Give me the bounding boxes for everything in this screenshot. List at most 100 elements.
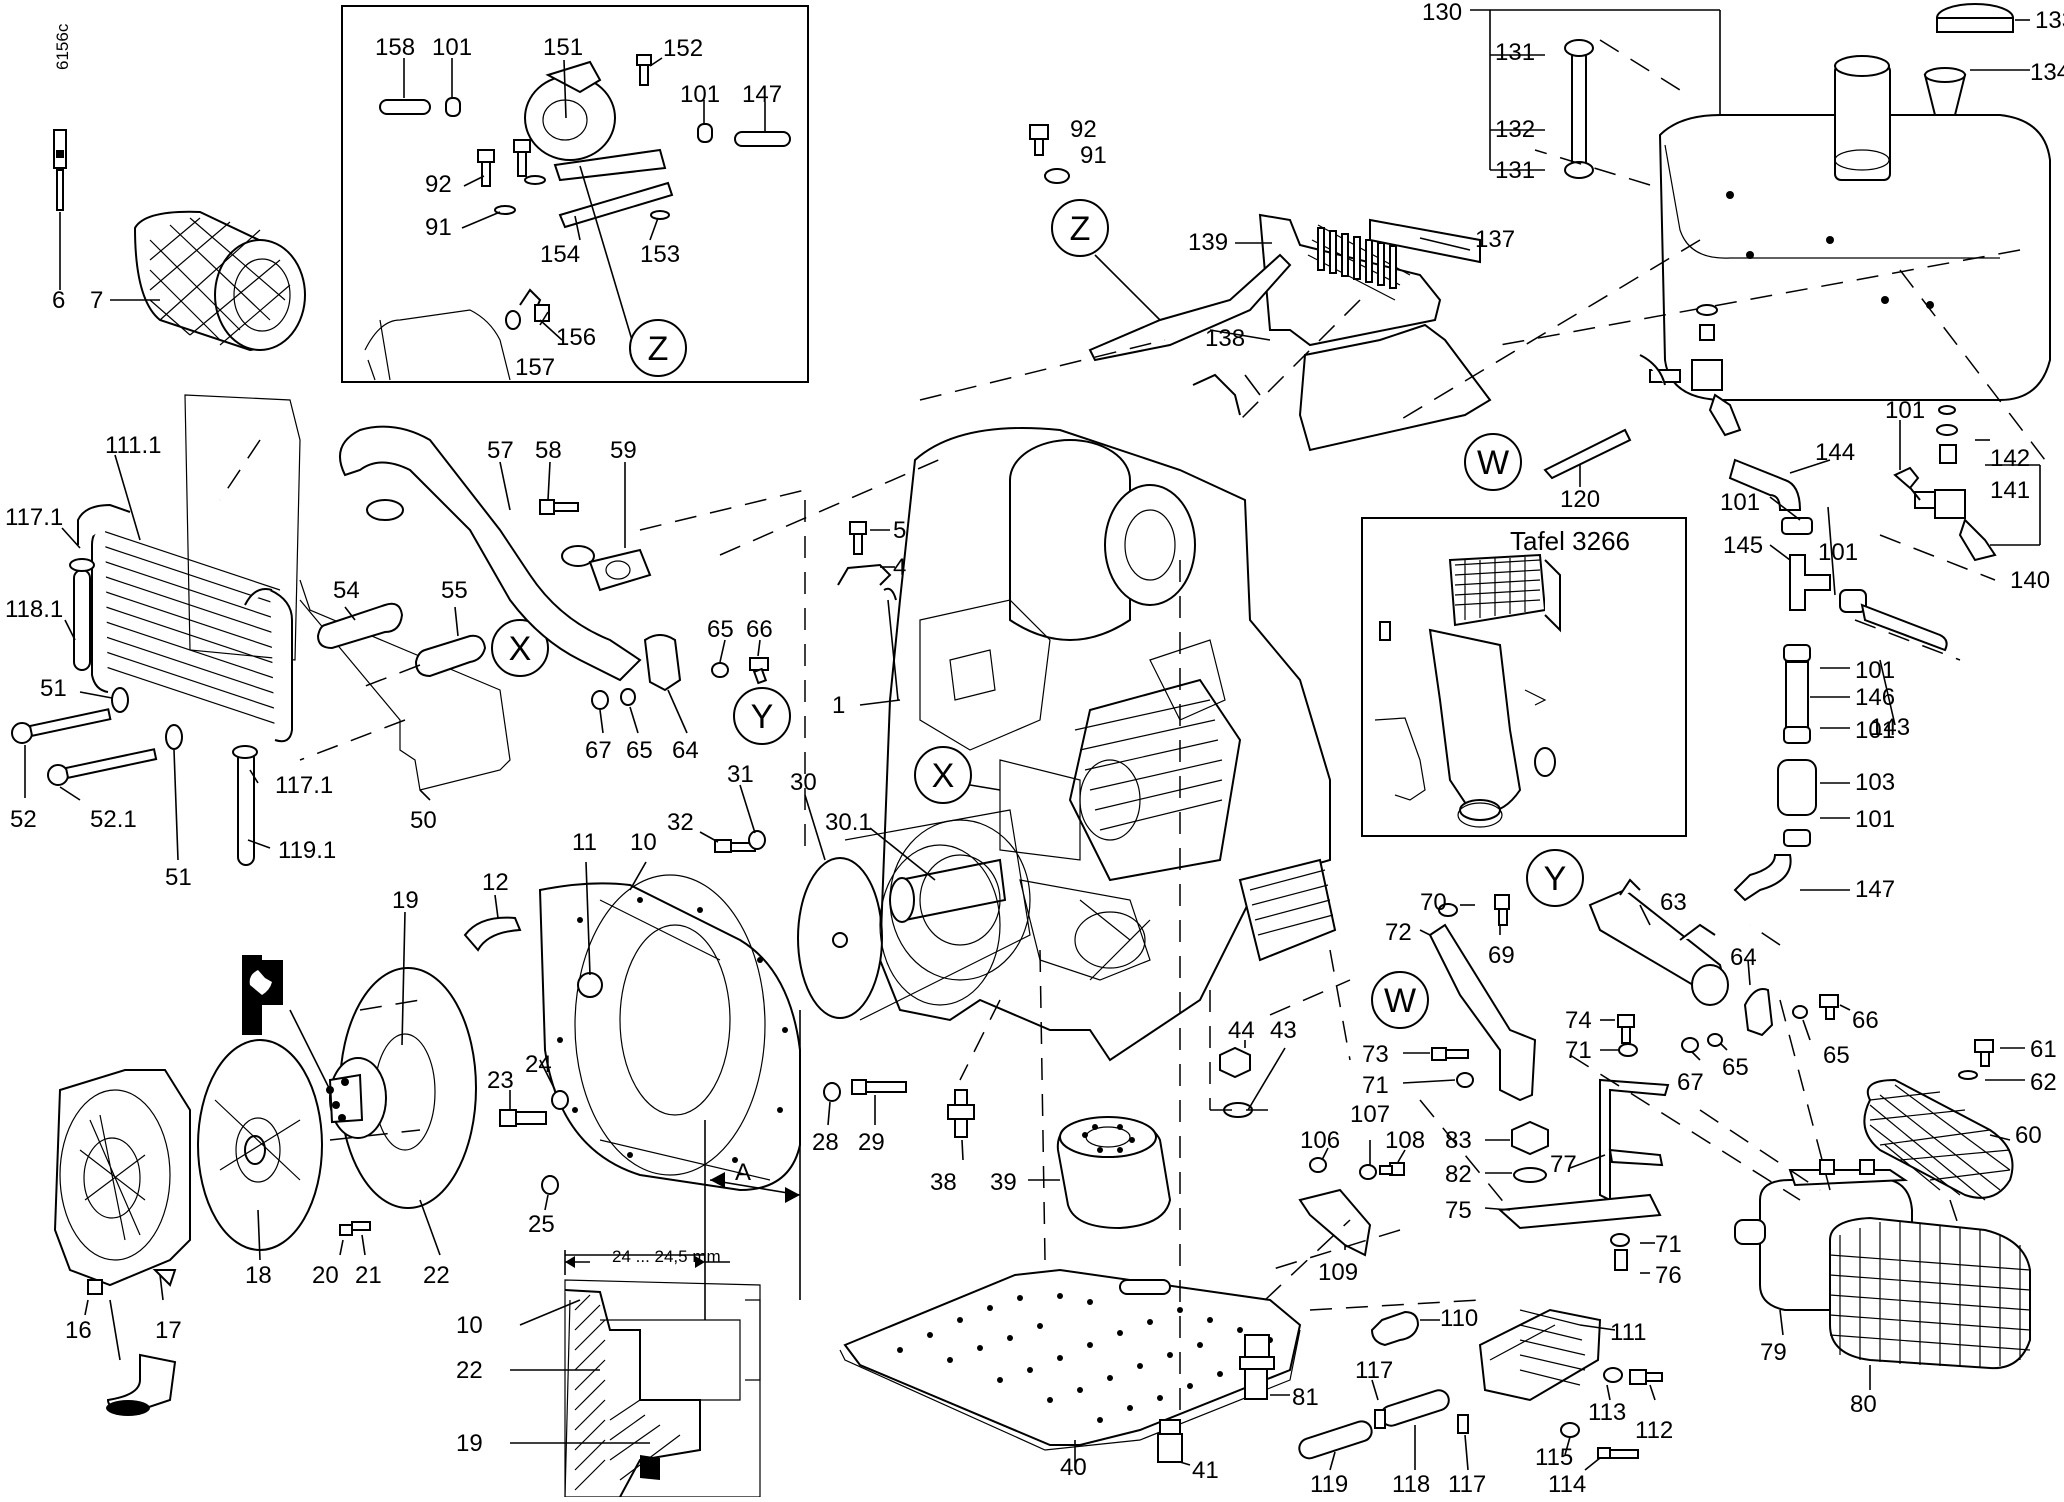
fuel-tap [1639,304,1742,437]
marker-w-a: W [1477,444,1509,482]
label-22-a: 22 [423,1262,450,1289]
label-63: 63 [1660,889,1687,916]
label-10-a: 10 [630,829,657,856]
label-51-b: 51 [165,864,192,891]
label-109: 109 [1318,1259,1358,1286]
label-66-b: 66 [1852,1007,1879,1034]
label-52: 52 [10,806,37,833]
label-41: 41 [1192,1457,1219,1484]
label-119: 119 [1310,1471,1348,1497]
label-120: 120 [1560,486,1600,513]
label-156: 156 [556,324,596,351]
label-61: 61 [2030,1036,2057,1063]
label-113: 113 [1588,1399,1626,1426]
label-65-d: 65 [1823,1042,1850,1069]
label-25: 25 [528,1211,555,1238]
fuel-shutoff-solenoid [524,60,674,229]
label-91-b: 91 [1080,142,1107,169]
label-71-c: 71 [1655,1231,1682,1258]
silencer-mesh-60 [1863,1078,2014,1201]
label-139: 139 [1188,229,1228,256]
label-19-b: 19 [456,1430,483,1457]
label-80: 80 [1850,1391,1877,1418]
label-82: 82 [1445,1161,1472,1188]
label-58: 58 [535,437,562,464]
bolts-52 [11,687,183,786]
label-112: 112 [1635,1417,1673,1444]
label-44: 44 [1228,1017,1255,1044]
label-60: 60 [2015,1122,2042,1149]
label-103: 103 [1855,769,1895,796]
engine-block [878,427,1337,1062]
label-132: 132 [1495,116,1535,143]
label-57: 57 [487,437,514,464]
base-plate-40 [839,1268,1302,1451]
label-154: 154 [540,241,580,268]
label-111-1: 111.1 [105,432,162,459]
label-23: 23 [487,1067,514,1094]
label-142: 142 [1990,445,2030,472]
label-40: 40 [1060,1454,1087,1481]
marker-y-b: Y [1544,860,1567,898]
dimension-label: 24 ... 24,5 mm [612,1247,721,1266]
exhaust-pipe-57 [339,425,642,682]
label-76: 76 [1655,1262,1682,1289]
tafel-inset-drawing [1374,553,1561,828]
label-130: 130 [1422,0,1462,26]
bracket-109 [1298,1188,1372,1257]
label-133: 133 [2035,7,2064,34]
label-32: 32 [667,809,694,836]
label-67-b: 67 [1677,1069,1704,1096]
label-117-b: 117 [1448,1471,1486,1497]
label-117-1-a: 117.1 [5,504,63,531]
label-101-a: 101 [432,34,472,61]
label-143: 143 [1870,714,1910,741]
label-16: 16 [65,1317,92,1344]
label-29: 29 [858,1129,885,1156]
label-30-1: 30.1 [825,809,872,836]
bracket-77-75 [1497,1014,1670,1271]
label-106: 106 [1300,1127,1340,1154]
marker-z-a: Z [648,330,669,368]
label-54: 54 [333,577,360,604]
label-69: 69 [1488,942,1515,969]
marker-w-b: W [1384,982,1416,1020]
label-39: 39 [990,1169,1017,1196]
oil-cooler-111 [1478,1308,1602,1402]
label-107: 107 [1350,1101,1390,1128]
label-59: 59 [610,437,637,464]
label-74: 74 [1565,1007,1592,1034]
label-115: 115 [1535,1444,1573,1471]
label-21: 21 [355,1262,382,1289]
drawing-code: 6156c [53,23,72,70]
label-101-d: 101 [1720,489,1760,516]
label-153: 153 [640,241,680,268]
label-10-b: 10 [456,1312,483,1339]
spark-plug [53,129,67,290]
label-144: 144 [1815,439,1855,466]
label-28: 28 [812,1129,839,1156]
label-119-1: 119.1 [278,837,336,864]
label-117-a: 117 [1355,1357,1393,1384]
label-91-a: 91 [425,214,452,241]
label-1: 1 [832,692,845,719]
label-43: 43 [1270,1017,1297,1044]
oil-cooler-63 [1588,878,1729,1006]
label-65-c: 65 [1722,1054,1749,1081]
label-134: 134 [2030,59,2064,86]
label-51-a: 51 [40,675,67,702]
assembly-lines [219,39,2046,1430]
view-arrow-label: A [735,1159,751,1186]
oil-cooler [69,394,301,866]
label-131-b: 131 [1495,157,1535,184]
adapter-plate-30-1 [879,844,1001,1006]
detail-z-frame [341,5,809,383]
label-12: 12 [482,869,509,896]
label-141: 141 [1990,477,2030,504]
label-73: 73 [1362,1041,1389,1068]
label-38: 38 [930,1169,957,1196]
label-30: 30 [790,769,817,796]
label-131-a: 131 [1495,39,1535,66]
